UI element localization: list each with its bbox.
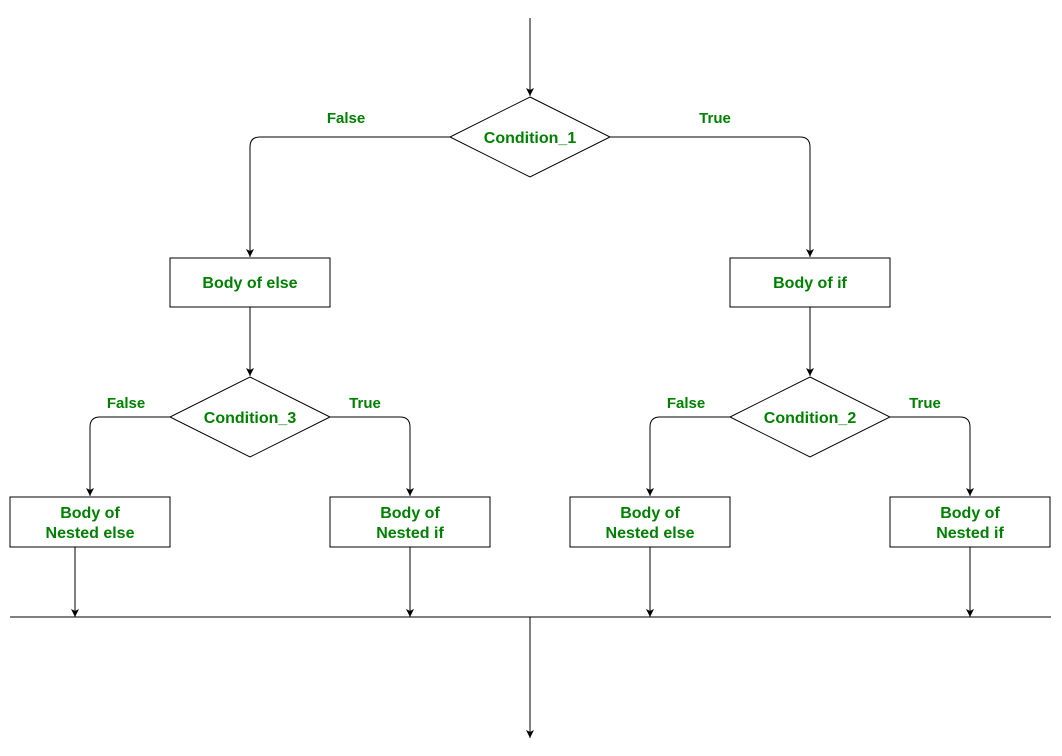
nested-if-left-label-line1: Body of [380,505,440,522]
nested-else-left-label-line2: Nested else [46,525,135,542]
c3-false-label: False [107,395,145,412]
body-of-else-label: Body of else [202,275,297,292]
nested-if-right-box [889,496,1051,548]
c2-true-edge [890,416,974,496]
condition-3-label: Condition_3 [204,410,297,427]
body-of-if-box [729,257,891,308]
c1-false-label: False [327,110,365,127]
c2-true-label: True [909,395,941,412]
c1-false-edge [246,136,450,257]
condition-2-diamond [728,376,892,458]
body-of-if-label: Body of if [773,275,847,292]
condition-1-label: Condition_1 [484,130,577,147]
nested-if-right-label-line2: Nested if [936,525,1004,542]
nested-else-left-label-line1: Body of [60,505,120,522]
c3-true-label: True [349,395,381,412]
c1-true-edge [610,136,814,257]
nested-else-right-box [569,496,731,548]
nested-else-left-box [9,496,171,548]
c1-true-label: True [699,110,731,127]
condition-1-diamond [448,96,612,178]
c3-true-edge [330,416,414,496]
c2-false-edge [646,416,730,496]
c2-false-label: False [667,395,705,412]
condition-3-diamond [168,376,332,458]
body-of-else-box [169,257,331,308]
nested-if-left-label-line2: Nested if [376,525,444,542]
condition-2-label: Condition_2 [764,410,857,427]
c3-false-edge [86,416,170,496]
nested-if-left-box [329,496,491,548]
nested-else-right-label-line2: Nested else [606,525,695,542]
nested-else-right-label-line1: Body of [620,505,680,522]
nested-if-right-label-line1: Body of [940,505,1000,522]
